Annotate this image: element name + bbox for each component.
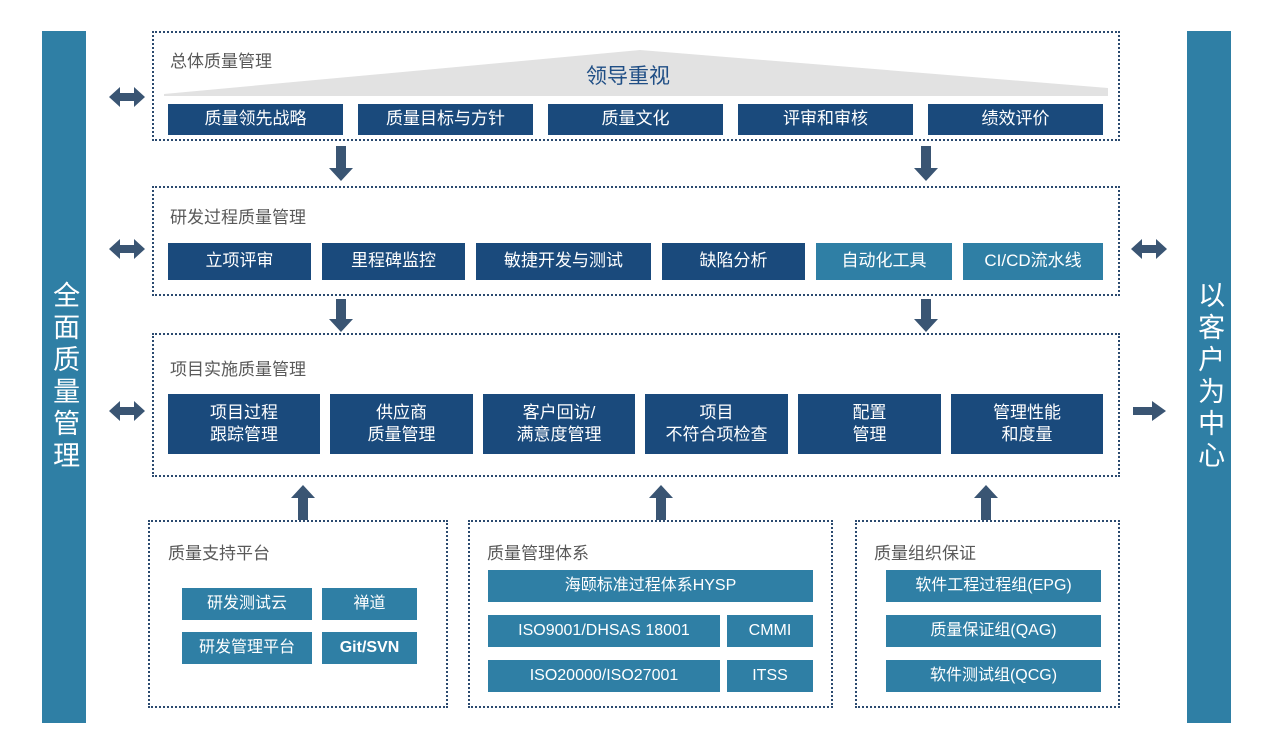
chip-customer-revisit-satisfaction[interactable]: 客户回访/ 满意度管理	[483, 394, 635, 454]
up-arrow-organization-assurance-to-band3	[974, 485, 998, 520]
chip-review-and-audit[interactable]: 评审和审核	[738, 104, 913, 135]
panel-title-quality-organization-assurance: 质量组织保证	[874, 544, 976, 563]
chip-cmmi[interactable]: CMMI	[727, 615, 813, 647]
chip-label: Git/SVN	[339, 638, 400, 656]
chip-label: ITSS	[752, 666, 788, 684]
chip-project-initiation-review[interactable]: 立项评审	[168, 243, 311, 280]
leadership-emphasis-label: 领导重视	[586, 65, 670, 88]
band-title-overall: 总体质量管理	[170, 52, 272, 71]
chip-label: 项目 不符合项检查	[665, 402, 768, 444]
chip-qag[interactable]: 质量保证组(QAG)	[886, 615, 1101, 647]
chip-label: CI/CD流水线	[984, 251, 1082, 271]
chip-label: 研发测试云	[206, 594, 287, 612]
chip-quality-leading-strategy[interactable]: 质量领先战略	[168, 104, 343, 135]
chip-label: 评审和审核	[783, 109, 868, 129]
chip-label: 自动化工具	[841, 251, 927, 271]
chip-itss[interactable]: ITSS	[727, 660, 813, 692]
pillar-left-label: 全面质量管理	[49, 281, 80, 473]
chip-milestone-monitoring[interactable]: 里程碑监控	[322, 243, 465, 280]
up-arrow-management-system-to-band3	[649, 485, 673, 520]
chip-epg[interactable]: 软件工程过程组(EPG)	[886, 570, 1101, 602]
chip-label: 配置 管理	[852, 402, 887, 444]
down-arrow-band2-to-band3-left	[329, 299, 353, 332]
double-arrow-right-band2	[1131, 239, 1167, 259]
up-arrow-support-platform-to-band3	[291, 485, 315, 520]
chip-performance-evaluation[interactable]: 绩效评价	[928, 104, 1103, 135]
double-arrow-left-band2	[109, 239, 145, 259]
pillar-left-total-quality-management: 全面质量管理	[42, 31, 86, 723]
panel-title-quality-management-system: 质量管理体系	[487, 544, 589, 563]
down-arrow-band1-to-band2-right	[914, 146, 938, 181]
chip-label: 里程碑监控	[351, 251, 436, 271]
chip-label: 质量文化	[601, 109, 670, 129]
chip-zentao[interactable]: 禅道	[322, 588, 417, 620]
chip-label: 质量保证组(QAG)	[930, 621, 1057, 639]
chip-agile-dev-and-test[interactable]: 敏捷开发与测试	[476, 243, 651, 280]
chip-label: 研发管理平台	[198, 638, 295, 656]
chip-rd-test-cloud[interactable]: 研发测试云	[182, 588, 312, 620]
pillar-right-customer-centric: 以客户为中心	[1187, 31, 1231, 723]
chip-label: 软件测试组(QCG)	[929, 666, 1058, 684]
chip-label: 质量领先战略	[204, 109, 307, 129]
chip-rd-management-platform[interactable]: 研发管理平台	[182, 632, 312, 664]
chip-label: 缺陷分析	[699, 251, 768, 271]
chip-project-nonconformity-check[interactable]: 项目 不符合项检查	[645, 394, 788, 454]
chip-quality-goal-policy[interactable]: 质量目标与方针	[358, 104, 533, 135]
chip-defect-analysis[interactable]: 缺陷分析	[662, 243, 805, 280]
chip-label: ISO20000/ISO27001	[529, 666, 679, 684]
chip-supplier-quality-management[interactable]: 供应商 质量管理	[330, 394, 473, 454]
chip-label: CMMI	[748, 621, 792, 639]
double-arrow-left-band3	[109, 401, 145, 421]
chip-qcg[interactable]: 软件测试组(QCG)	[886, 660, 1101, 692]
chip-git-svn[interactable]: Git/SVN	[322, 632, 417, 664]
down-arrow-band1-to-band2-left	[329, 146, 353, 181]
down-arrow-band2-to-band3-right	[914, 299, 938, 332]
chip-quality-culture[interactable]: 质量文化	[548, 104, 723, 135]
panel-title-quality-support-platform: 质量支持平台	[168, 544, 270, 563]
chip-management-performance-metrics[interactable]: 管理性能 和度量	[951, 394, 1103, 454]
chip-label: 立项评审	[205, 251, 274, 271]
chip-label: 项目过程 跟踪管理	[210, 402, 278, 444]
chip-iso20000-iso27001[interactable]: ISO20000/ISO27001	[488, 660, 720, 692]
chip-label: 客户回访/ 满意度管理	[516, 402, 602, 444]
chip-configuration-management[interactable]: 配置 管理	[798, 394, 941, 454]
chip-label: 质量目标与方针	[386, 109, 505, 129]
chip-cicd-pipeline[interactable]: CI/CD流水线	[963, 243, 1103, 280]
chip-iso9001-dhsas18001[interactable]: ISO9001/DHSAS 18001	[488, 615, 720, 647]
chip-label: 供应商 质量管理	[367, 402, 436, 444]
chip-label: 软件工程过程组(EPG)	[915, 576, 1072, 594]
pillar-right-label: 以客户为中心	[1194, 281, 1225, 473]
band-title-rd-process: 研发过程质量管理	[170, 208, 306, 227]
double-arrow-left-band1	[109, 87, 145, 107]
chip-automation-tools[interactable]: 自动化工具	[816, 243, 952, 280]
leadership-emphasis-wedge	[164, 50, 1108, 96]
chip-label: 禅道	[353, 594, 386, 612]
chip-label: 管理性能 和度量	[993, 402, 1061, 444]
chip-project-process-tracking[interactable]: 项目过程 跟踪管理	[168, 394, 320, 454]
chip-label: 敏捷开发与测试	[504, 251, 623, 271]
chip-label: ISO9001/DHSAS 18001	[518, 621, 690, 639]
single-arrow-right-band3	[1133, 401, 1166, 421]
chip-hysp-standard-process[interactable]: 海颐标准过程体系HYSP	[488, 570, 813, 602]
band-title-project-implementation: 项目实施质量管理	[170, 360, 306, 379]
chip-label: 绩效评价	[981, 109, 1050, 129]
chip-label: 海颐标准过程体系HYSP	[564, 576, 737, 594]
